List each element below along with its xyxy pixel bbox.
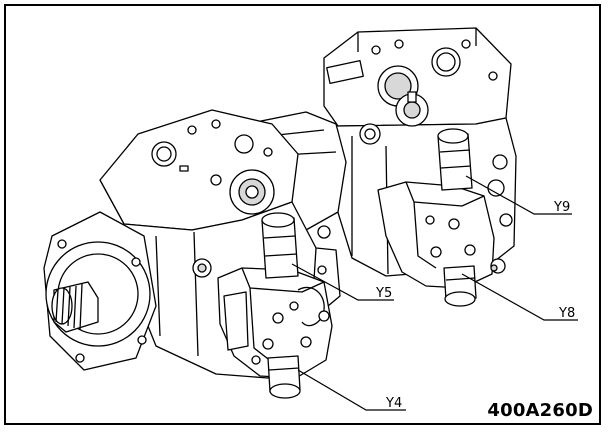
callout-label-y5: Y5 xyxy=(375,286,392,301)
callout-label-y9: Y9 xyxy=(553,200,570,215)
callout-leaders xyxy=(291,175,578,411)
leader-y8 xyxy=(461,273,578,321)
callout-label-y4: Y4 xyxy=(385,396,402,411)
leader-y4 xyxy=(297,369,406,411)
rear-pump xyxy=(301,27,517,307)
front-pump xyxy=(43,109,341,399)
leader-y5 xyxy=(291,263,394,301)
tandem-pump-drawing: Y9 Y5 Y8 Y4 xyxy=(43,27,578,411)
callout-label-y8: Y8 xyxy=(558,306,575,321)
figure-frame: Y9 Y5 Y8 Y4 400A260D xyxy=(4,4,601,425)
figure-id: 400A260D xyxy=(487,400,593,421)
leader-y9 xyxy=(465,175,572,215)
